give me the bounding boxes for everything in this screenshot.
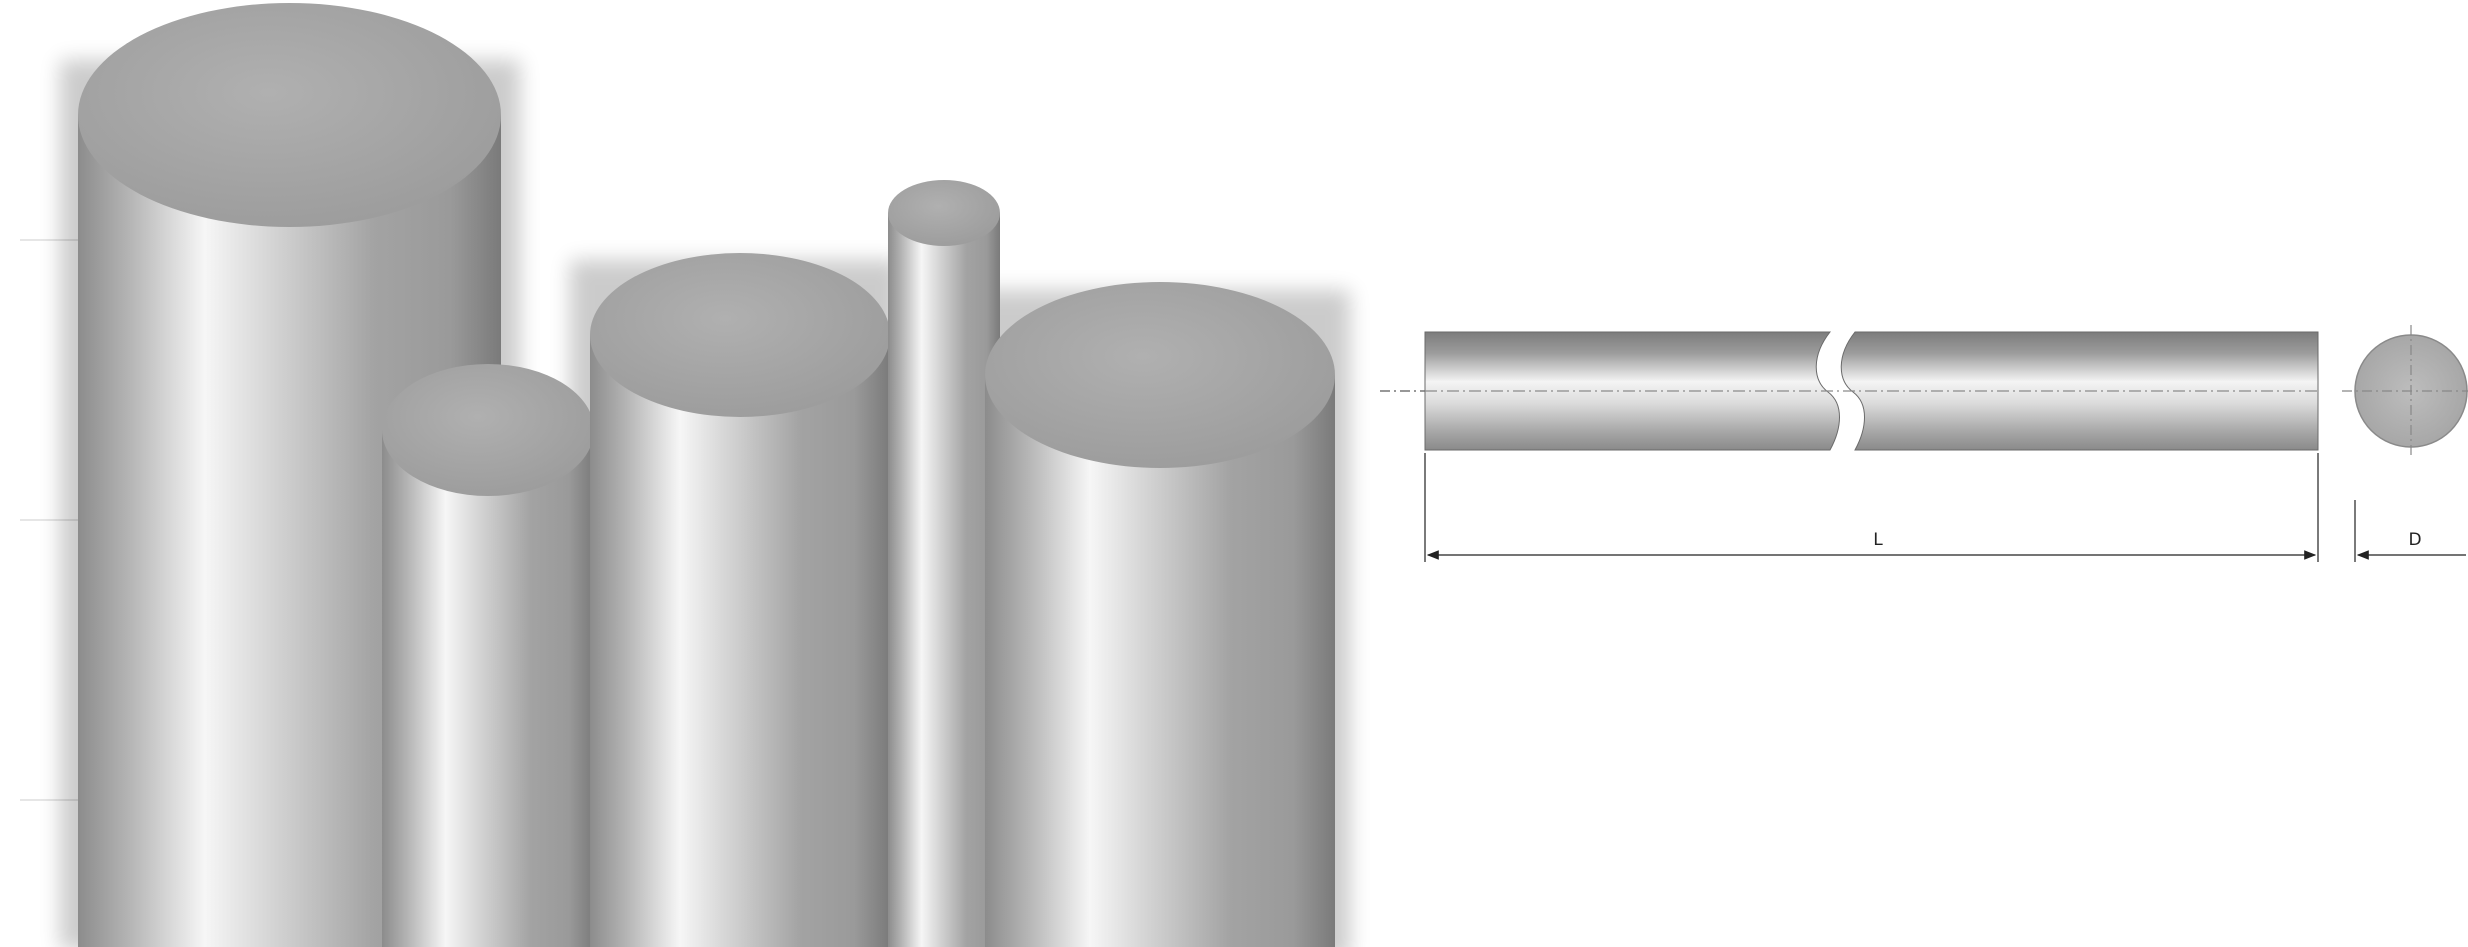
bar-end-view	[2342, 325, 2468, 457]
rod-right	[985, 282, 1335, 947]
rod-short	[382, 364, 594, 947]
rods-illustration	[20, 3, 1350, 947]
length-label: L	[1873, 530, 1883, 550]
length-dimension: L	[1424, 453, 2319, 562]
diameter-dimension: D	[2354, 500, 2466, 562]
diameter-label: D	[2408, 530, 2421, 550]
rod-thin	[888, 180, 1000, 947]
bar-side-view	[1424, 331, 2319, 451]
rod-technical-drawing: L D	[1380, 325, 2468, 562]
rod-middle	[590, 253, 890, 947]
